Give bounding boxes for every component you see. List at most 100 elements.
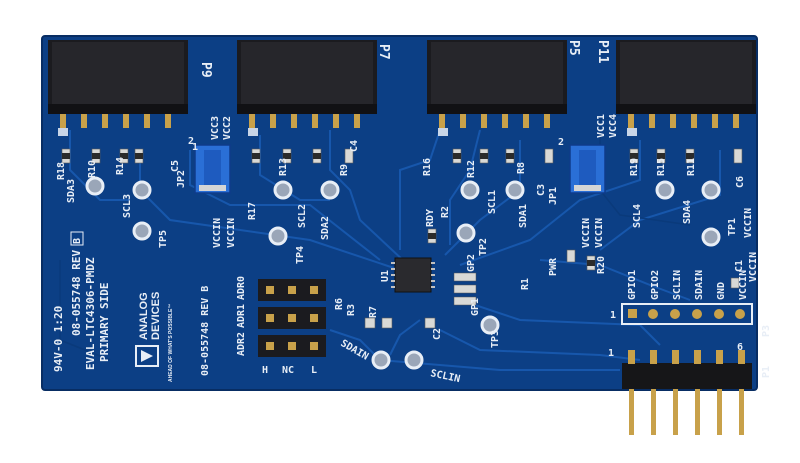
label-r1: R1 <box>520 278 531 290</box>
label-jp2-pin1: 1 <box>192 142 198 153</box>
label-adr1: ADR1 <box>236 304 247 328</box>
analog-devices-logo: ANALOG DEVICES AHEAD OF WHAT'S POSSIBLE™ <box>135 292 174 382</box>
label-c4: C4 <box>349 140 360 152</box>
label-vccin-d: VCCIN <box>594 218 605 248</box>
label-p1-pin6: 6 <box>737 342 743 353</box>
label-h: H <box>262 365 268 376</box>
label-tp3: TP3 <box>490 330 501 348</box>
label-p11: P11 <box>595 40 610 64</box>
board-title-line3: PRIMARY SIDE <box>98 283 111 362</box>
header-p7: P7 <box>237 40 391 128</box>
label-vccin-f: VCCIN <box>748 252 759 282</box>
label-tp4: TP4 <box>295 246 306 264</box>
label-tp1: TP1 <box>727 218 738 236</box>
label-scl2: SCL2 <box>297 204 308 228</box>
board-rev-box: B <box>72 238 83 244</box>
label-nc: NC <box>282 365 294 376</box>
flammability-rating: 94V-0 1:20 <box>52 306 65 372</box>
label-vcc4: VCC4 <box>608 114 619 138</box>
label-vccin-e: VCCIN <box>743 208 754 238</box>
label-p5: P5 <box>566 40 581 56</box>
adr-jumpers <box>258 279 326 357</box>
board-part-number: 08-055748 REV B <box>200 286 211 376</box>
test-points <box>85 176 721 370</box>
label-gp1: GP1 <box>470 298 481 316</box>
label-r3: R3 <box>346 304 357 316</box>
label-r12: R12 <box>466 160 477 178</box>
silkscreen-labels: R18 R10 R14 C5 VCC3 VCC2 JP2 1 2 VCCIN V… <box>56 114 772 385</box>
label-scl3: SCL3 <box>122 194 133 218</box>
label-r6: R6 <box>334 298 345 310</box>
label-r15: R15 <box>656 158 667 176</box>
label-r20: R20 <box>596 256 607 274</box>
board-title-line1: 08-055748 REV <box>70 250 83 336</box>
label-sda2: SDA2 <box>320 216 331 240</box>
label-l: L <box>311 365 317 376</box>
label-r13: R13 <box>278 158 289 176</box>
logo-line2: DEVICES <box>150 292 162 340</box>
label-sdain-p3: SDAIN <box>694 270 705 300</box>
label-c2: C2 <box>432 328 443 340</box>
label-r11: R11 <box>686 158 697 176</box>
label-p1: P1 <box>761 366 772 378</box>
label-pwr: PWR <box>548 257 559 276</box>
header-p5: P5 <box>427 40 581 128</box>
label-r8: R8 <box>516 162 527 174</box>
label-vcc1: VCC1 <box>596 114 607 138</box>
label-vccin-c: VCCIN <box>581 218 592 248</box>
header-p11: P11 <box>595 40 756 128</box>
label-p3-pin1: 1 <box>610 310 616 321</box>
label-vcc2: VCC2 <box>222 116 233 140</box>
label-r2: R2 <box>440 206 451 218</box>
label-c6: C6 <box>735 176 746 188</box>
label-tp5: TP5 <box>158 230 169 248</box>
label-sda1: SDA1 <box>518 204 529 228</box>
label-gp2: GP2 <box>466 254 477 272</box>
label-adr2: ADR2 <box>236 332 247 356</box>
label-r9: R9 <box>339 164 350 176</box>
board-identification: 08-055748 REV B EVAL-LTC4306-PMDZ PRIMAR… <box>52 231 211 376</box>
label-gpio1: GPIO1 <box>627 270 638 300</box>
label-vccin-b: VCCIN <box>226 218 237 248</box>
smd-components <box>61 148 743 329</box>
jumper-jp2 <box>194 144 231 194</box>
label-gpio2: GPIO2 <box>650 270 661 300</box>
label-c3: C3 <box>536 184 547 196</box>
label-r19: R19 <box>629 158 640 176</box>
board-title-line2: EVAL-LTC4306-PMDZ <box>84 257 97 370</box>
label-u1: U1 <box>380 270 391 282</box>
label-jp1: JP1 <box>548 187 559 205</box>
header-p1 <box>622 350 752 435</box>
label-vcc3: VCC3 <box>210 116 221 140</box>
label-p7: P7 <box>376 44 391 60</box>
label-vccin-a: VCCIN <box>212 218 223 248</box>
label-r17: R17 <box>247 202 258 220</box>
label-scl1: SCL1 <box>487 190 498 214</box>
label-jp1-pin2: 2 <box>558 137 564 148</box>
label-jp2-pin2: 2 <box>188 136 194 147</box>
analog-devices-triangle-icon <box>141 350 153 362</box>
logo-tagline: AHEAD OF WHAT'S POSSIBLE™ <box>168 304 174 382</box>
u1-chip <box>391 257 435 293</box>
label-tp2: TP2 <box>478 238 489 256</box>
label-jp2: JP2 <box>176 170 187 188</box>
label-r16: R16 <box>422 158 433 176</box>
label-r14: R14 <box>115 157 126 175</box>
label-p3: P3 <box>761 325 772 337</box>
label-sclin-p3: SCLIN <box>672 270 683 300</box>
label-vccin-p3: VCCIN <box>738 270 749 300</box>
jumper-jp1 <box>569 144 606 194</box>
logo-line1: ANALOG <box>138 292 150 340</box>
label-gnd: GND <box>716 282 727 300</box>
header-p3 <box>621 303 753 325</box>
label-adr0: ADR0 <box>236 276 247 300</box>
header-p9: P9 <box>48 40 213 128</box>
label-scl4: SCL4 <box>632 204 643 228</box>
label-r10: R10 <box>87 160 98 178</box>
label-rdy: RDY <box>425 209 436 227</box>
label-sda3: SDA3 <box>66 179 77 203</box>
label-p1-pin1: 1 <box>608 348 614 359</box>
label-r7: R7 <box>368 306 379 318</box>
label-p9: P9 <box>198 62 213 78</box>
